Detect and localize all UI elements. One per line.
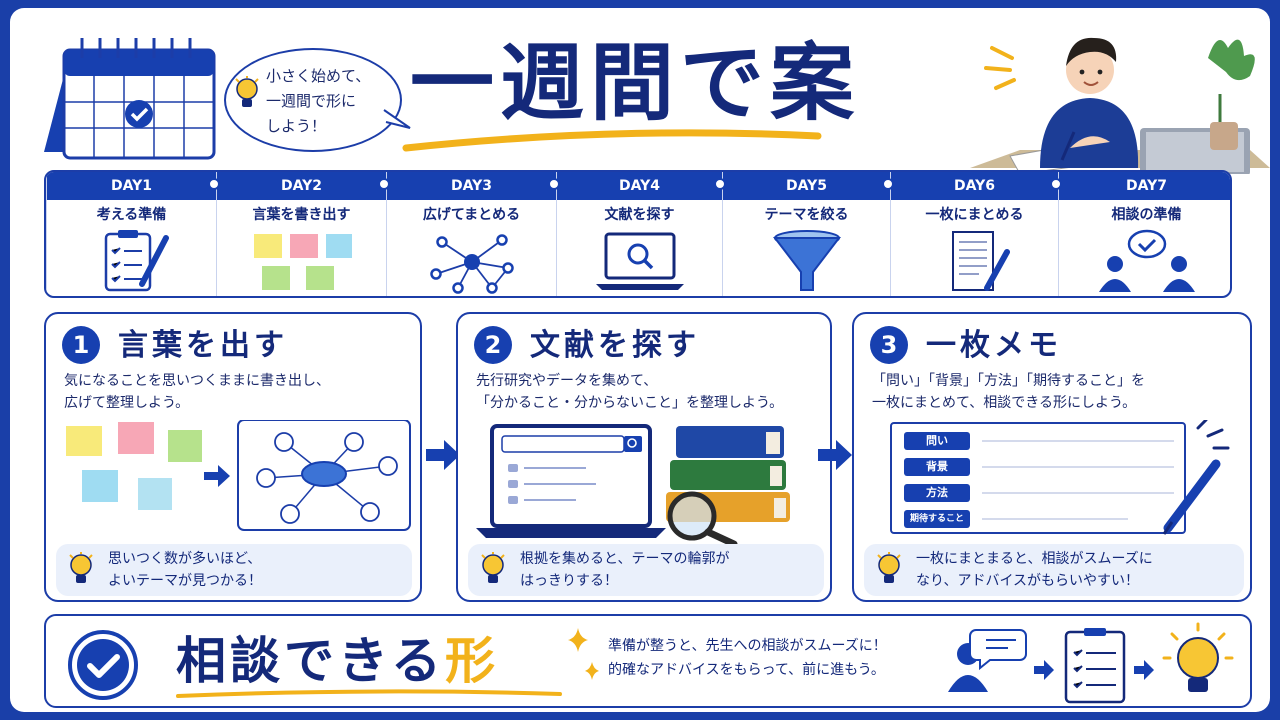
step-card-1: 1 言葉を出す 気になることを思いつくままに書き出し、 広げて整理しよう。 [44, 312, 422, 602]
day-task: テーマを絞る [764, 207, 849, 223]
timeline-dot [378, 178, 390, 190]
bottom-description: 準備が整うと、先生への相談がスムーズに！ 的確なアドバイスをもらって、前に進もう… [608, 638, 887, 678]
day-label: DAY4 [619, 178, 660, 194]
bottom-underline [176, 689, 562, 698]
tip-text: 一枚にまとまると、相談がスムーズに なり、アドバイスがもらいやすい！ [916, 551, 1153, 589]
student-illustration [970, 37, 1270, 174]
arrow-right-icon [818, 440, 852, 470]
day-label: DAY6 [954, 178, 995, 194]
laptop-search-icon [595, 232, 684, 290]
step-number: 3 [870, 326, 908, 364]
day-label: DAY2 [281, 178, 322, 194]
step-title: 言葉を出す [118, 328, 288, 363]
timeline-dot [548, 178, 560, 190]
sparkle-icon [568, 628, 599, 680]
bubble-tail [383, 109, 411, 129]
arrow-right-icon [426, 440, 460, 470]
memo-sheet: 問い 背景 方法 期待すること [890, 422, 1186, 534]
step-number: 2 [474, 326, 512, 364]
step-card-2: 2 文献を探す 先行研究やデータを集めて、 「分かること・分からないこと」を整理… [456, 312, 832, 602]
day-label: DAY5 [786, 178, 827, 194]
mindmap-illustration [66, 420, 411, 531]
network-icon [429, 234, 514, 294]
lightbulb-icon [877, 552, 901, 583]
timeline-day-2: DAY2 言葉を書き出す [216, 172, 386, 296]
timeline-day-6: DAY6 一枚にまとめる [890, 172, 1058, 296]
memo-label-expectation: 期待すること [904, 510, 970, 528]
timeline-dots [44, 170, 1232, 198]
clipboard-pen-icon [104, 230, 169, 292]
document-pen-icon [951, 231, 1010, 291]
timeline-day-7: DAY7 相談の準備 [1058, 172, 1230, 296]
day-task: 相談の準備 [1111, 207, 1182, 223]
step-card-3: 3 一枚メモ 「問い」「背景」「方法」「期待すること」を 一枚にまとめて、相談で… [852, 312, 1252, 602]
timeline-dot [882, 178, 894, 190]
tip-text: 根拠を集めると、テーマの輪郭が はっきりする！ [520, 551, 730, 589]
speech-bubble: 小さく始めて、 一週間で形に しよう！ [224, 48, 402, 152]
timeline-day-3: DAY3 広げてまとめる [386, 172, 556, 296]
bottom-title: 相談できる形 [176, 626, 499, 696]
consultation-icon [1098, 229, 1195, 292]
timeline-day-5: DAY5 テーマを絞る [722, 172, 890, 296]
day-label: DAY1 [111, 178, 152, 194]
step-number: 1 [62, 326, 100, 364]
calendar-icon [44, 38, 216, 160]
timeline-day-1: DAY1 考える準備 [46, 172, 216, 296]
step-description: 気になることを思いつくままに書き出し、 広げて整理しよう。 [64, 373, 330, 411]
day-task: 一枚にまとめる [925, 207, 1024, 223]
step-description: 「問い」「背景」「方法」「期待すること」を 一枚にまとめて、相談できる形にしよう… [872, 373, 1145, 411]
sticky-notes-icon [253, 234, 352, 290]
lightbulb-icon [481, 552, 505, 583]
bottom-title-main: 相談できる [176, 632, 445, 690]
title-underline [402, 129, 822, 152]
memo-lines [982, 440, 1174, 520]
page-title: 一週間で案 [410, 34, 861, 132]
memo-label-method: 方法 [904, 484, 970, 502]
timeline-day-4: DAY4 文献を探す [556, 172, 722, 296]
step-title: 文献を探す [530, 328, 700, 363]
tip-text: 思いつく数が多いほど、 よいテーマが見つかる！ [108, 551, 262, 589]
day-task: 文献を探す [604, 207, 675, 223]
timeline-dot [1050, 178, 1062, 190]
day-task: 考える準備 [96, 207, 167, 223]
memo-label-question: 問い [904, 432, 970, 450]
check-circle-icon [68, 630, 138, 700]
funnel-icon [772, 230, 841, 291]
bottom-title-accent: 形 [445, 632, 499, 690]
lightbulb-icon [235, 76, 259, 107]
seven-day-timeline: DAY1 考える準備 DAY2 言葉を書き出す DAY [44, 170, 1232, 298]
day-label: DAY7 [1126, 178, 1167, 194]
bottom-banner: 相談できる形 準備が整うと、先生への相談がスムーズに！ 的確なアドバイスをもらっ… [44, 614, 1252, 708]
lightbulb-icon [69, 552, 93, 583]
step-title: 一枚メモ [926, 328, 1062, 363]
tip-box: 根拠を集めると、テーマの輪郭が はっきりする！ [468, 544, 824, 596]
timeline-bar [46, 172, 1230, 200]
consultation-flow-illustration [948, 622, 1234, 704]
day-label: DAY3 [451, 178, 492, 194]
tip-box: 思いつく数が多いほど、 よいテーマが見つかる！ [56, 544, 412, 596]
bubble-text: 小さく始めて、 一週間で形に しよう！ [266, 67, 371, 135]
timeline-dot [208, 178, 220, 190]
timeline-dot [714, 178, 726, 190]
step-description: 先行研究やデータを集めて、 「分かること・分からないこと」を整理しよう。 [476, 373, 784, 411]
infographic-frame: 小さく始めて、 一週間で形に しよう！ 一週間で案 DAY1 考える準備 [10, 8, 1270, 712]
day-task: 言葉を書き出す [252, 207, 351, 223]
pen-icon [1162, 420, 1230, 535]
memo-label-background: 背景 [904, 458, 970, 476]
tip-box: 一枚にまとまると、相談がスムーズに なり、アドバイスがもらいやすい！ [864, 544, 1244, 596]
day-task: 広げてまとめる [422, 207, 521, 223]
research-illustration [476, 424, 790, 546]
